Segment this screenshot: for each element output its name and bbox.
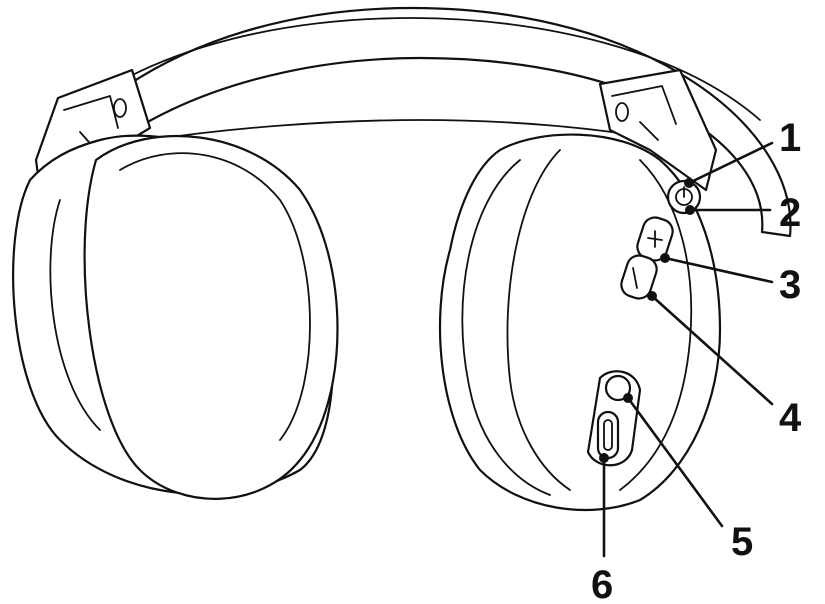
leader-line-1 xyxy=(687,141,774,185)
control-panel xyxy=(586,179,702,467)
left-hinge-screw xyxy=(113,98,127,118)
headband xyxy=(20,6,792,238)
usb-c-port xyxy=(596,410,620,460)
leader-line-5 xyxy=(626,396,724,528)
callout-1: 1 xyxy=(779,116,801,160)
leader-dot-3 xyxy=(660,253,670,263)
audio-jack xyxy=(604,374,632,402)
right-hinge-screw xyxy=(615,102,629,122)
leader-dot-2 xyxy=(685,205,695,215)
callout-5: 5 xyxy=(731,520,753,564)
callout-leaders xyxy=(599,141,774,558)
left-earcup xyxy=(12,134,339,500)
minus-icon xyxy=(632,267,638,289)
callout-6: 6 xyxy=(591,563,613,604)
leader-dot-1 xyxy=(684,178,694,188)
plus-icon xyxy=(647,230,663,248)
right-hinge xyxy=(598,68,718,192)
leader-line-4 xyxy=(650,294,774,406)
callout-numbers: 1 2 3 4 5 6 xyxy=(591,116,802,604)
callout-4: 4 xyxy=(779,396,802,440)
callout-3: 3 xyxy=(779,263,801,307)
volume-down-button xyxy=(620,254,658,300)
leader-dot-4 xyxy=(647,291,657,301)
callout-2: 2 xyxy=(779,191,801,235)
leader-line-3 xyxy=(663,256,774,284)
leader-dot-5 xyxy=(623,393,633,403)
leader-dot-6 xyxy=(599,453,609,463)
